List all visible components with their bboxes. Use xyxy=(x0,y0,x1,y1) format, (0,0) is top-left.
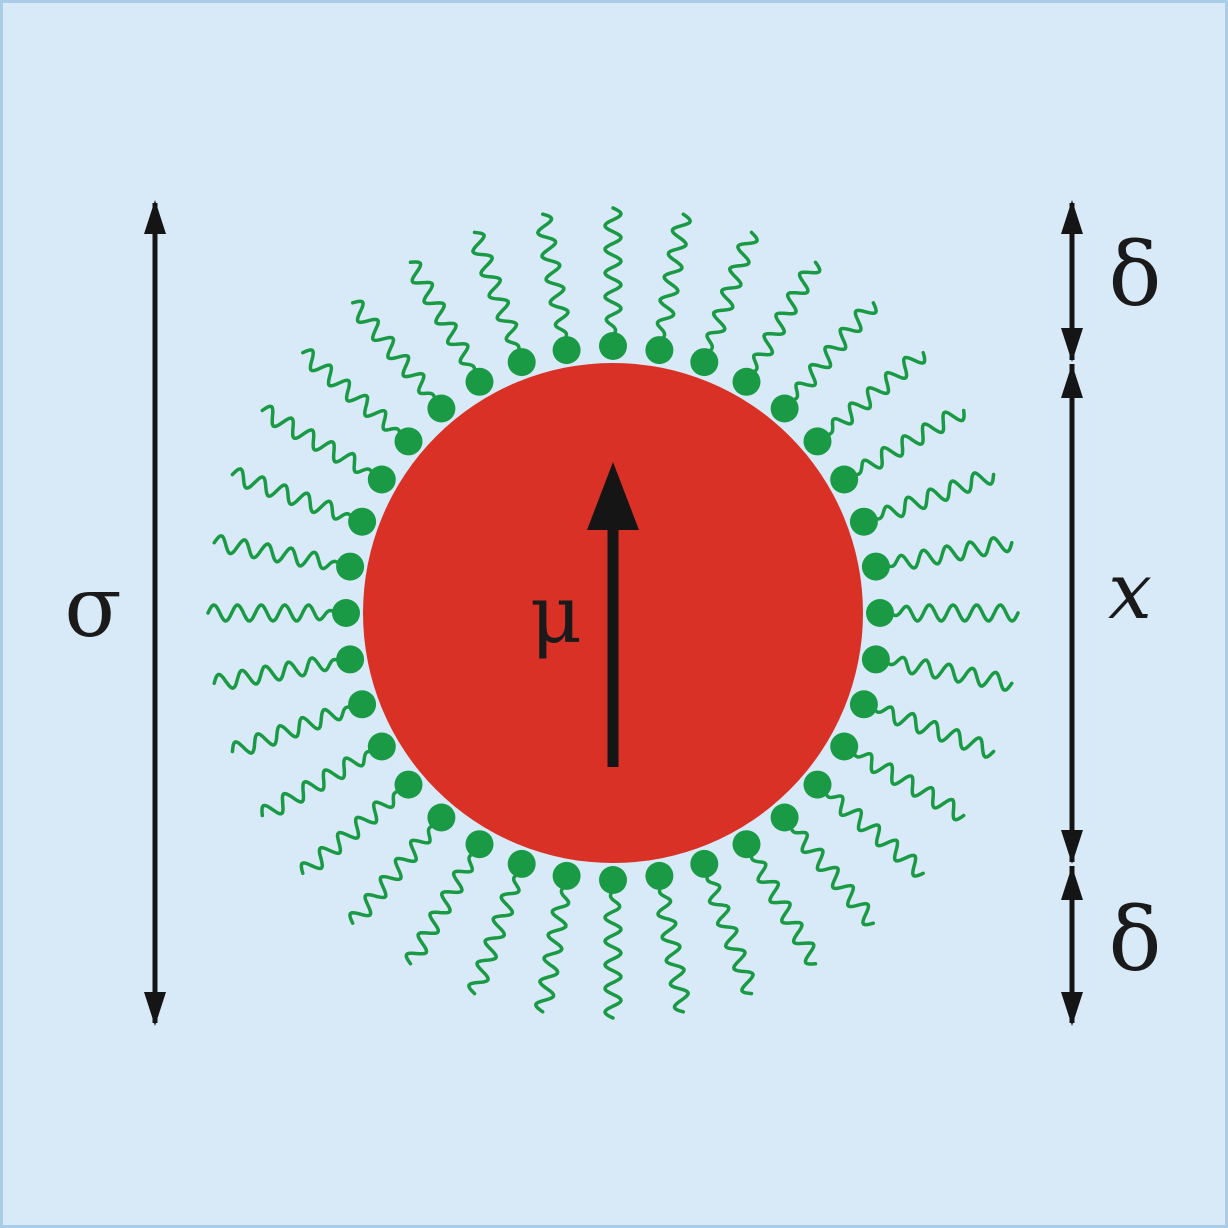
ligand-tail xyxy=(471,230,521,357)
sigma-label: σ xyxy=(64,558,121,656)
ligand-head xyxy=(465,367,494,396)
ligand-tail xyxy=(705,230,759,357)
ligand-head xyxy=(645,336,674,365)
delta-bottom-dimension-arrow xyxy=(1061,866,1083,1026)
ligand-head xyxy=(552,336,581,365)
ligand-head xyxy=(690,348,719,377)
ligand-head xyxy=(465,830,494,859)
delta-top-dimension-arrow xyxy=(1061,200,1083,362)
ligand-tail xyxy=(533,882,571,1014)
ligand-tail xyxy=(748,849,818,966)
ligand-tail xyxy=(882,655,1014,693)
ligand-tail xyxy=(301,348,405,438)
ligand-tail xyxy=(656,882,691,1014)
x-label: x xyxy=(1108,547,1152,637)
ligand-tail xyxy=(535,212,570,344)
ligand-tail xyxy=(788,821,876,927)
ligand-head xyxy=(427,803,456,832)
ligand-head xyxy=(770,394,799,423)
ligand-tail xyxy=(603,206,623,340)
ligand-shell xyxy=(206,206,1020,1020)
ligand-head xyxy=(599,866,627,894)
ligand-head xyxy=(803,427,832,456)
ligand-head xyxy=(830,465,859,494)
ligand-tail xyxy=(705,869,755,996)
ligand-head xyxy=(866,599,894,627)
ligand-tail xyxy=(849,408,966,478)
ligand-tail xyxy=(299,788,405,876)
ligand-head xyxy=(732,367,761,396)
ligand-head xyxy=(861,645,890,674)
ligand-tail xyxy=(886,603,1020,623)
ligand-tail xyxy=(655,212,693,344)
ligand-tail xyxy=(467,869,521,996)
ligand-tail xyxy=(230,467,357,521)
magnetic-moment-arrow xyxy=(587,462,639,767)
ligand-tail xyxy=(404,849,478,966)
ligand-tail xyxy=(821,350,927,438)
ligand-head xyxy=(348,507,377,536)
ligand-head xyxy=(348,690,377,719)
x-dimension-arrow xyxy=(1061,364,1083,864)
ligand-head xyxy=(803,770,832,799)
ligand-head xyxy=(830,732,859,761)
ligand-tail xyxy=(603,886,623,1020)
ligand-head xyxy=(552,861,581,890)
ligand-head xyxy=(645,861,674,890)
ligand-head xyxy=(690,849,719,878)
ligand-tail xyxy=(350,299,438,405)
ligand-tail xyxy=(748,260,822,377)
ligand-tail xyxy=(260,748,377,818)
ligand-head xyxy=(367,465,396,494)
ligand-tail xyxy=(206,603,340,623)
ligand-tail xyxy=(882,535,1014,570)
mu-label: μ xyxy=(530,568,582,661)
ligand-head xyxy=(770,803,799,832)
ligand-head xyxy=(849,507,878,536)
delta-bottom-label: δ xyxy=(1109,888,1162,991)
ligand-head xyxy=(336,645,365,674)
ligand-head xyxy=(849,690,878,719)
ligand-tail xyxy=(348,821,438,925)
ligand-head xyxy=(427,394,456,423)
ligand-head xyxy=(599,332,627,360)
ligand-tail xyxy=(260,404,377,478)
ligand-tail xyxy=(212,533,344,571)
ligand-head xyxy=(367,732,396,761)
ligand-tail xyxy=(212,656,344,691)
ligand-head xyxy=(507,849,536,878)
ligand-tail xyxy=(408,260,478,377)
ligand-head xyxy=(332,599,360,627)
ligand-head xyxy=(507,348,536,377)
ligand-tail xyxy=(869,705,996,759)
ligand-head xyxy=(394,427,423,456)
ligand-head xyxy=(861,552,890,581)
ligand-tail xyxy=(821,788,925,878)
delta-top-label: δ xyxy=(1109,223,1162,326)
sigma-dimension-arrow xyxy=(144,200,166,1026)
ligand-tail xyxy=(869,471,996,521)
ligand-head xyxy=(336,552,365,581)
ligand-head xyxy=(394,770,423,799)
ligand-tail xyxy=(230,705,357,755)
ligand-head xyxy=(732,830,761,859)
ligand-tail xyxy=(849,748,966,822)
ligand-tail xyxy=(788,301,878,405)
